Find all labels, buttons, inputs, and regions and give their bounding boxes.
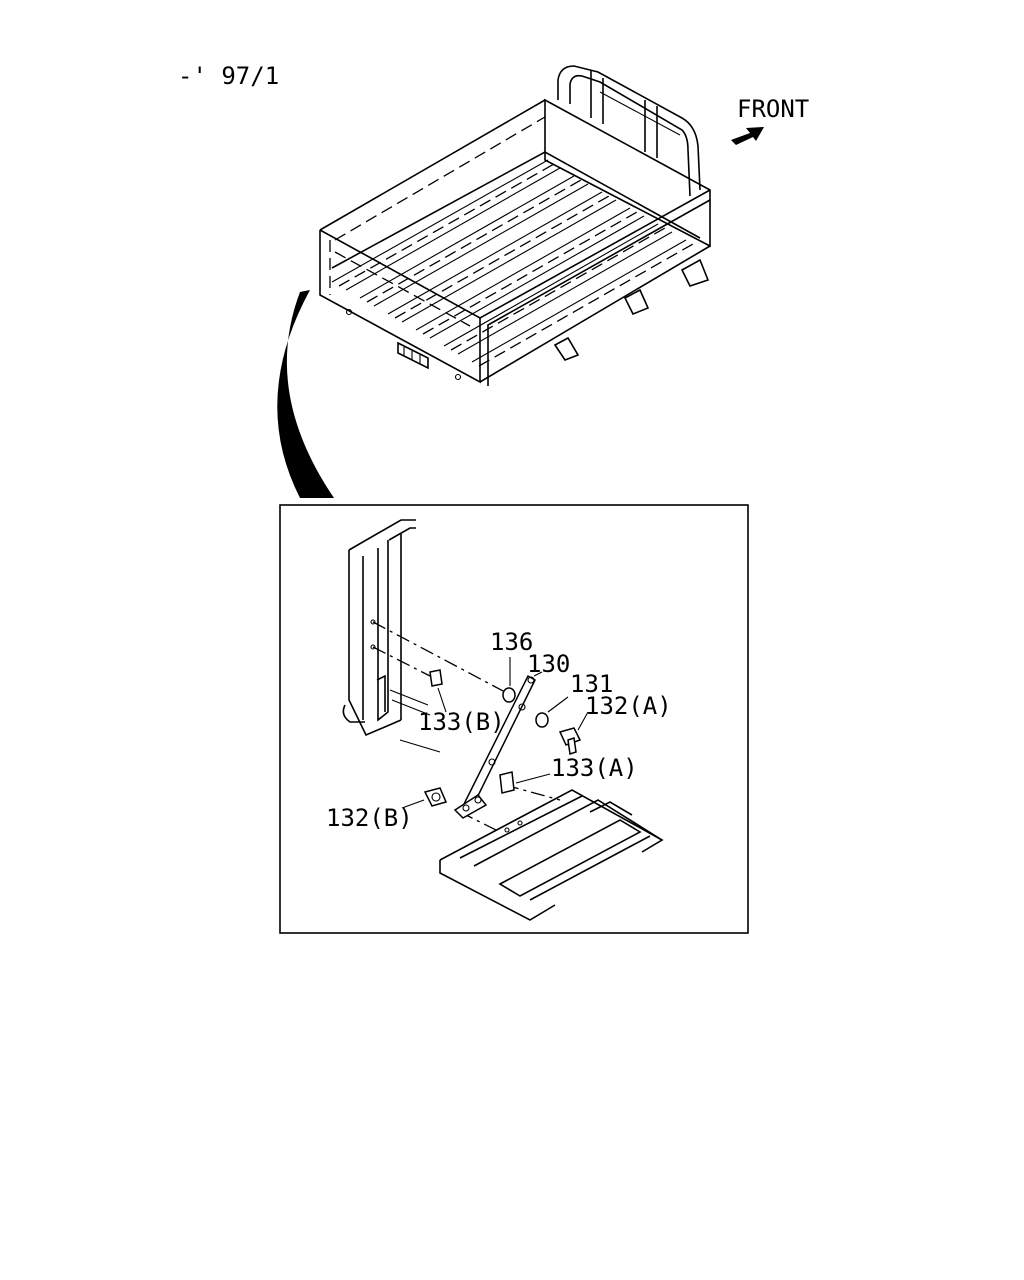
- diagram-code: -' 97/1: [178, 62, 279, 90]
- front-wall: [544, 98, 711, 248]
- stay-130: [460, 674, 536, 814]
- detail-view: [342, 519, 664, 921]
- bracket-133a: [499, 771, 515, 794]
- callout-133a: 133(A): [551, 754, 638, 782]
- callout-131: 131: [570, 670, 613, 698]
- callout-133b: 133(B): [418, 708, 505, 736]
- bushing-131: [535, 712, 549, 728]
- callout-132b: 132(B): [326, 804, 413, 832]
- callout-136: 136: [490, 628, 533, 656]
- callout-132a: 132(A): [585, 692, 672, 720]
- callout-130: 130: [527, 650, 570, 678]
- washer-136: [502, 687, 516, 703]
- detail-frame: [279, 504, 749, 934]
- front-label: FRONT: [737, 95, 809, 123]
- bolt-132b: [423, 787, 448, 807]
- gate-frame: [439, 860, 556, 921]
- cab-guard-frame: [557, 65, 701, 191]
- bracket-133b: [429, 669, 443, 687]
- detail-pointer: [277, 290, 334, 498]
- cargo-floor-planks: [331, 151, 701, 367]
- left-rail-top: [319, 99, 546, 231]
- truck-body-overview: [319, 65, 711, 386]
- front-arrow-icon: [731, 127, 764, 145]
